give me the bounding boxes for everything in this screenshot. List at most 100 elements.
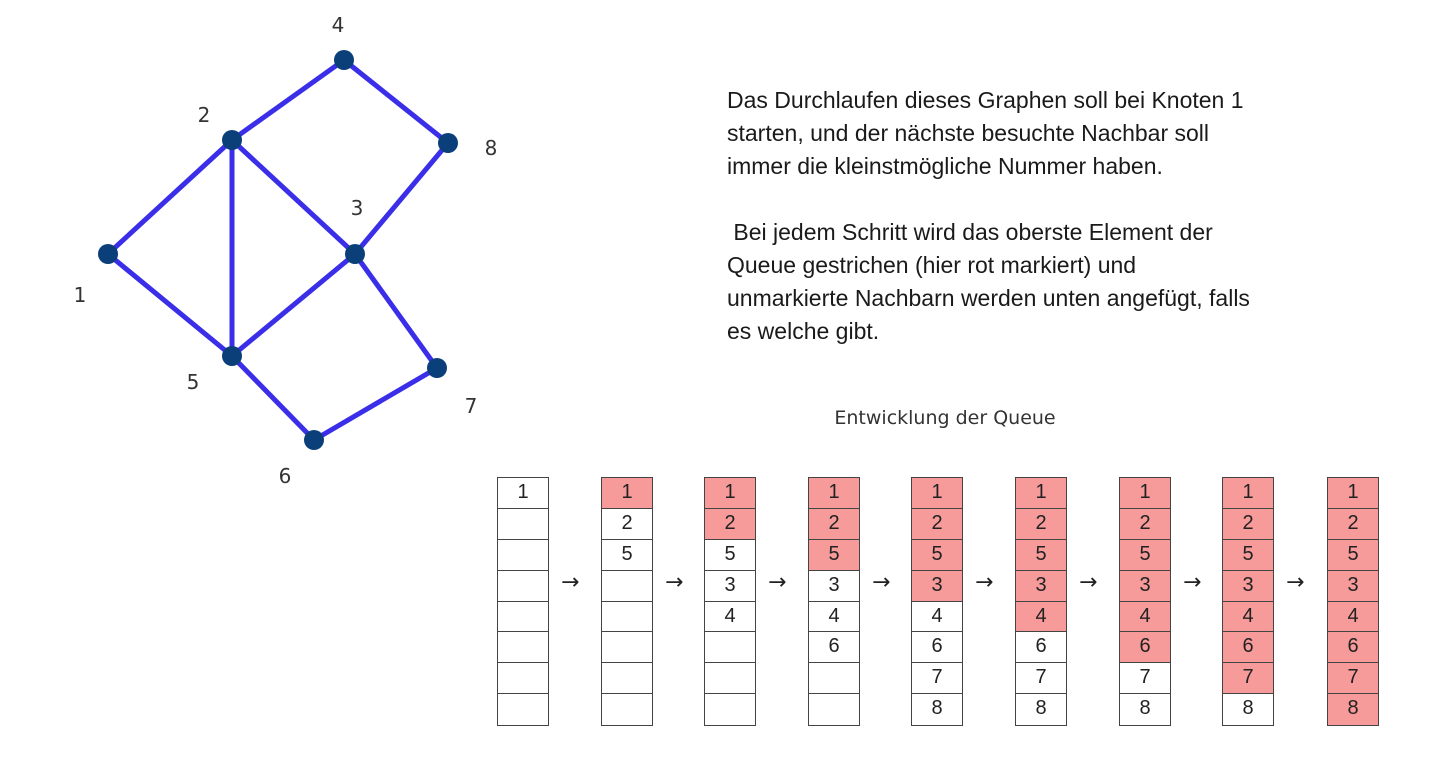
queue-cell: 3 <box>705 571 755 602</box>
queue-cell-removed: 7 <box>1223 663 1273 695</box>
queue-cell <box>498 602 548 633</box>
queue-cell <box>602 602 652 633</box>
graph-edge-1-5 <box>106 252 234 358</box>
queue-cell-removed: 1 <box>912 478 962 509</box>
queue-cell-removed: 2 <box>809 508 859 540</box>
graph-edge-2-4 <box>230 57 346 143</box>
graph-node-6 <box>304 430 324 450</box>
queue-cell-removed: 3 <box>1016 570 1066 602</box>
graph-node-4 <box>334 50 354 70</box>
graph-node-1 <box>98 244 118 264</box>
queue-cell-removed: 3 <box>1328 570 1378 602</box>
queue-cell <box>705 632 755 664</box>
text-line: Das Durchlaufen dieses Graphen soll bei … <box>727 87 1244 113</box>
queue-cell <box>809 663 859 695</box>
queue-cell-removed: 4 <box>1120 601 1170 633</box>
graph-edge-1-2 <box>106 138 234 256</box>
queue-cell: 5 <box>602 540 652 571</box>
queue-cell-removed: 2 <box>705 508 755 540</box>
arrow-icon: → <box>872 570 891 595</box>
queue-cell-removed: 1 <box>1223 478 1273 509</box>
queue-cell-removed: 5 <box>912 539 962 571</box>
queue-cell-removed: 6 <box>1120 632 1170 664</box>
queue-cell-removed: 7 <box>1328 663 1378 695</box>
queue-cell: 3 <box>809 571 859 602</box>
graph-node-label: 6 <box>279 464 292 488</box>
arrow-icon: → <box>768 570 787 595</box>
queue-cell-removed: 3 <box>1223 570 1273 602</box>
queue-cell-removed: 2 <box>912 508 962 540</box>
queue-step-1: 1 <box>497 477 549 727</box>
queue-cell <box>498 509 548 540</box>
text-line: starten, und der nächste besuchte Nachba… <box>727 120 1210 146</box>
arrow-icon: → <box>975 570 994 595</box>
description-paragraph-1: Das Durchlaufen dieses Graphen soll bei … <box>727 84 1432 183</box>
graph-node-label: 3 <box>351 196 364 220</box>
queue-cell: 7 <box>1120 663 1170 695</box>
queue-cell-removed: 4 <box>1016 601 1066 633</box>
queue-cell-removed: 1 <box>602 478 652 509</box>
queue-cell: 2 <box>602 509 652 540</box>
graph-edge-4-8 <box>342 58 450 145</box>
queue-cell <box>498 694 548 725</box>
queue-cell: 6 <box>809 632 859 664</box>
graph-node-2 <box>222 130 242 150</box>
graph-node-label: 1 <box>74 283 87 307</box>
queue-cell <box>602 571 652 602</box>
queue-cell-removed: 2 <box>1223 508 1273 540</box>
queue-cell <box>705 663 755 695</box>
queue-cell-removed: 4 <box>1328 601 1378 633</box>
queue-cell: 8 <box>1139 697 1151 720</box>
queue-cell: 1 <box>498 478 548 509</box>
queue-cell-removed: 1 <box>1016 478 1066 509</box>
graph-edge-3-7 <box>352 252 440 370</box>
graph-node-label: 7 <box>465 394 478 418</box>
queue-cell-removed: 5 <box>1016 539 1066 571</box>
arrow-icon: → <box>1079 570 1098 595</box>
queue-title: Entwicklung der Queue <box>834 407 1056 429</box>
queue-cell <box>705 694 755 725</box>
queue-cell-removed: 2 <box>1328 508 1378 540</box>
queue-cell: 8 <box>931 697 943 720</box>
graph-node-8 <box>438 133 458 153</box>
text-line: unmarkierte Nachbarn werden unten angefü… <box>727 285 1250 311</box>
arrow-icon: → <box>1286 570 1305 595</box>
queue-cell: 4 <box>705 602 755 633</box>
graph-node-label: 8 <box>485 136 498 160</box>
text-line: Queue gestrichen (hier rot markiert) und <box>727 252 1137 278</box>
queue-cell-removed: 5 <box>1223 539 1273 571</box>
queue-cell-removed: 1 <box>809 478 859 509</box>
queue-cell-removed: 5 <box>1328 539 1378 571</box>
graph-edge-3-5 <box>230 252 357 358</box>
queue-cell: 6 <box>912 632 962 664</box>
arrow-icon: → <box>561 570 580 595</box>
graph-edge-2-3 <box>230 138 357 256</box>
queue-cell <box>602 632 652 664</box>
text-line: immer die kleinstmögliche Nummer haben. <box>727 153 1163 179</box>
queue-cell-removed: 1 <box>1120 478 1170 509</box>
graph-edge-6-7 <box>312 365 439 443</box>
queue-cell <box>602 663 652 695</box>
text-line: Bei jedem Schritt wird das oberste Eleme… <box>727 219 1213 245</box>
queue-cell-removed: 5 <box>809 539 859 571</box>
graph-edge-5-6 <box>230 354 316 442</box>
graph-node-5 <box>222 346 242 366</box>
queue-cell: 4 <box>912 602 962 633</box>
queue-cell-removed: 1 <box>1328 478 1378 509</box>
queue-cell-removed: 4 <box>1223 601 1273 633</box>
graph-node-3 <box>345 244 365 264</box>
queue-cell <box>809 694 859 725</box>
queue-cell: 8 <box>1242 697 1254 720</box>
queue-cell: 7 <box>1016 663 1066 695</box>
queue-cell-removed: 2 <box>1120 508 1170 540</box>
queue-cell: 7 <box>912 663 962 695</box>
graph-node-label: 5 <box>187 370 200 394</box>
queue-cell: 6 <box>1016 632 1066 664</box>
